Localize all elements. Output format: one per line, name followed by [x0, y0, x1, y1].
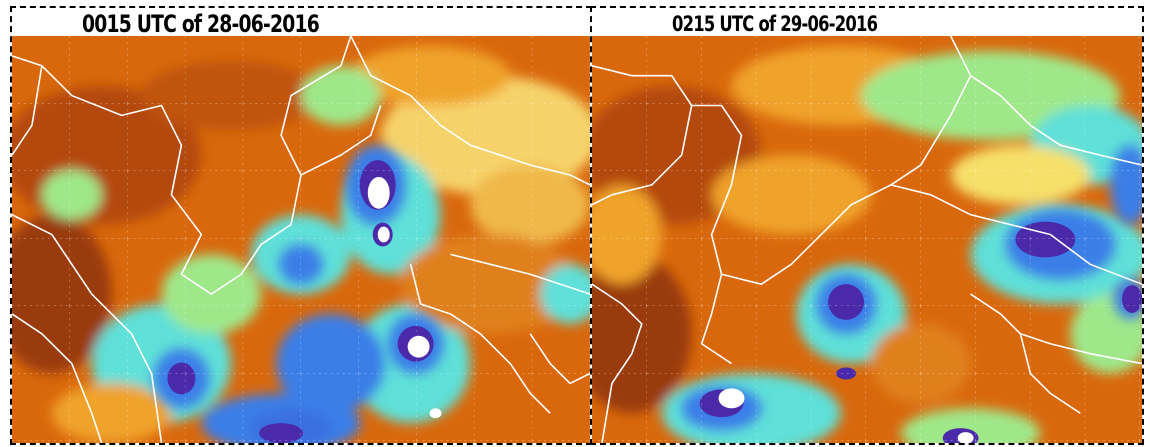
timestamp-label-left: 0015 UTC of 28-06-2016 [82, 10, 320, 38]
panel-title-left: 0015 UTC of 28-06-2016 [12, 10, 590, 38]
ir-imagery-right [592, 36, 1142, 443]
satellite-panel-left: 0015 UTC of 28-06-2016 [10, 6, 592, 445]
satellite-image-right [592, 36, 1142, 443]
panel-title-right: 0215 UTC of 29-06-2016 [592, 10, 1142, 36]
country-boundaries [592, 36, 1142, 443]
lat-lon-grid [12, 36, 590, 443]
country-boundaries [12, 36, 590, 443]
lat-lon-grid [592, 36, 1142, 443]
satellite-panel-right: 0215 UTC of 29-06-2016 [590, 6, 1144, 445]
timestamp-label-right: 0215 UTC of 29-06-2016 [672, 12, 878, 36]
satellite-image-left [12, 36, 590, 443]
ir-imagery-left [12, 36, 590, 443]
